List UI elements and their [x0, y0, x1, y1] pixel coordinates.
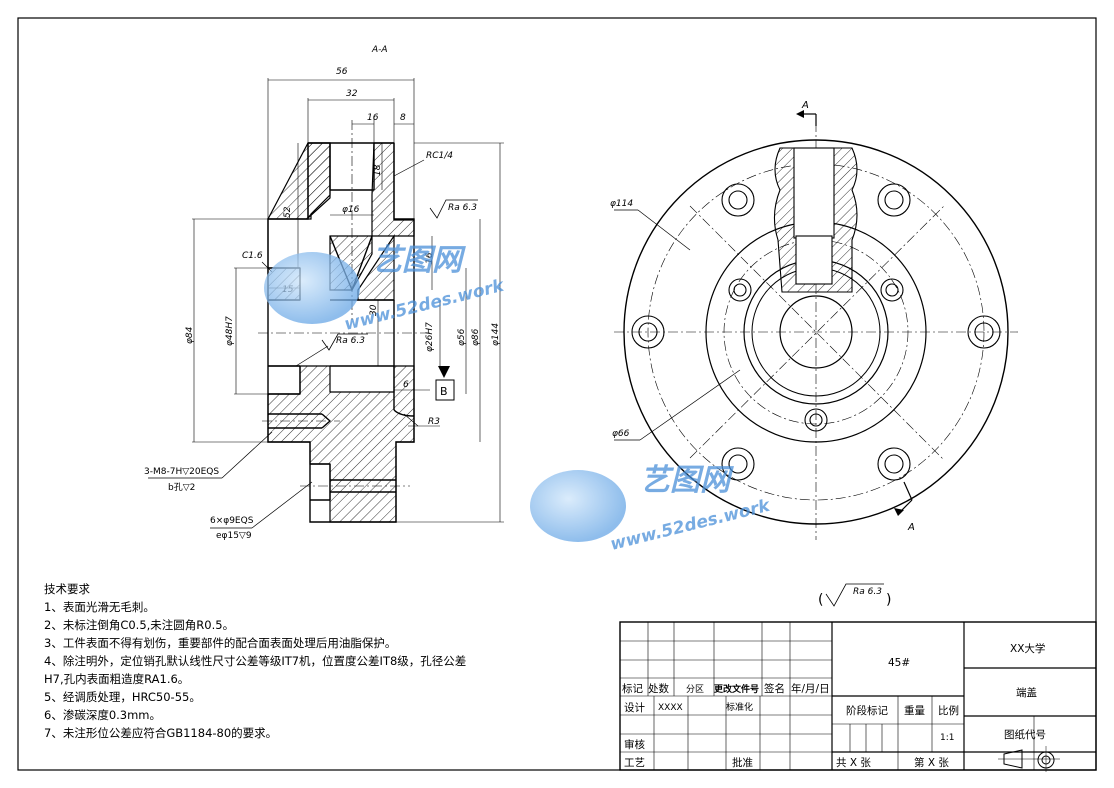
dim-16-top: 16	[367, 113, 379, 123]
tb-approve: 批准	[732, 756, 753, 769]
title-block-text: 标记 处数 分区 更改文件号 签名 年/月/日 设计 XXXX 标准化 审核 工…	[622, 642, 1046, 769]
roughness-symbols	[321, 199, 478, 351]
dim-18: 18	[373, 164, 383, 176]
thread-note-2: b孔▽2	[168, 482, 195, 493]
dim-ra2: Ra 6.3	[336, 336, 365, 346]
tech-item: 4、除注明外，定位销孔默认线性尺寸公差等级IT7机，位置度公差IT8级，孔径公差	[44, 654, 466, 668]
tech-item: 6、渗碳深度0.3mm。	[44, 708, 161, 722]
tb-zone: 分区	[686, 684, 704, 695]
section-outline	[267, 142, 415, 523]
tb-total: 共 X 张	[836, 757, 871, 769]
dim-52: 52	[283, 206, 293, 218]
port-bore	[793, 147, 835, 239]
tech-title: 技术要求	[44, 582, 90, 596]
watermark-url-2: www.52des.work	[608, 495, 773, 554]
holes-note-1: 6×φ9EQS	[210, 516, 254, 526]
tb-signature: 签名	[764, 682, 785, 695]
cut-arrow-bottom	[894, 508, 904, 516]
tb-scale: 1:1	[940, 733, 954, 743]
tech-item: H7,孔内表面粗造度RA1.6。	[44, 672, 189, 686]
datum-box	[435, 379, 455, 401]
tech-item: 5、经调质处理，HRC50-55。	[44, 690, 201, 704]
dim-56: 56	[336, 67, 348, 77]
datum-triangle	[438, 366, 450, 378]
tb-material: 45#	[888, 657, 910, 669]
hatch-boss-right	[371, 142, 415, 237]
section-hatch	[267, 142, 415, 523]
projection-symbol	[998, 746, 1060, 772]
holes-note-2: eφ15▽9	[216, 531, 252, 541]
tech-requirements: 技术要求 1、表面光滑无毛刺。 2、未标注倒角C0.5,未注圆角R0.5。 3、…	[44, 582, 466, 740]
dim-c16: C1.6	[242, 251, 263, 261]
dim-ra1: Ra 6.3	[448, 203, 477, 213]
outer-holes	[631, 183, 1001, 481]
tb-marks: 标记	[622, 683, 643, 695]
thread-note-1: 3-M8-7H▽20EQS	[144, 467, 219, 477]
tb-sheet: 第 X 张	[914, 756, 949, 769]
tb-change-doc: 更改文件号	[714, 683, 759, 695]
dim-16b: 16	[425, 252, 435, 264]
watermark-2: 艺图网 www.52des.work	[530, 463, 773, 555]
tb-drawing-no: 图纸代号	[1004, 728, 1046, 741]
tb-stage: 阶段标记	[846, 704, 888, 717]
dim-phi48: φ48H7	[225, 316, 235, 346]
dim-30: 30	[369, 304, 379, 316]
tb-part-name: 端盖	[1016, 686, 1038, 699]
dim-32: 32	[346, 89, 358, 99]
dim-texts: 56 32 16 8 RC1/4 18 52 φ16 Ra 6.3 C1.6 1…	[144, 67, 501, 541]
dim-6: 6	[403, 380, 409, 390]
tb-design: 设计	[624, 701, 645, 714]
dim-phi144: φ144	[491, 323, 501, 346]
tech-item: 3、工件表面不得有划伤，重要部件的配合面表面处理后用油脂保护。	[44, 636, 396, 650]
front-view	[614, 110, 1018, 540]
tech-item: 7、未注形位公差应符合GB1184-80的要求。	[44, 726, 277, 740]
tech-item: 2、未标注倒角C0.5,未注圆角R0.5。	[44, 618, 234, 632]
svg-text:(: (	[818, 592, 823, 608]
dim-phi56: φ56	[457, 328, 467, 346]
drawing-border	[17, 17, 1097, 771]
front-texts: A A φ114 φ66	[610, 100, 915, 533]
dim-phi66: φ66	[612, 429, 630, 439]
tb-process: 工艺	[624, 757, 645, 769]
dim-phi114: φ114	[610, 199, 633, 209]
dim-rc: RC1/4	[426, 151, 453, 161]
title-block	[619, 621, 1097, 772]
front-leaders	[614, 209, 741, 441]
cut-arrow-top	[796, 110, 804, 118]
tb-scale-label: 比例	[938, 704, 959, 717]
tb-weight: 重量	[904, 704, 925, 717]
hatch-boss-left	[307, 142, 331, 220]
cut-label-top: A	[801, 100, 809, 111]
cut-label-bottom: A	[907, 522, 915, 533]
tb-review: 审核	[624, 738, 645, 751]
dim-r3: R3	[428, 417, 440, 427]
dim-phi86: φ86	[471, 328, 481, 346]
dim-phi84: φ84	[185, 326, 195, 344]
front-centerlines	[614, 122, 1018, 540]
watermark-brand-2: 艺图网	[640, 463, 734, 498]
tech-item: 1、表面光滑无毛刺。	[44, 600, 155, 614]
general-roughness: ( Ra 6.3 )	[818, 583, 891, 608]
tb-school: XX大学	[1010, 642, 1045, 655]
leaders	[148, 159, 425, 529]
dim-phi26: φ26H7	[425, 322, 435, 352]
section-view: A-A	[144, 45, 504, 541]
tb-count: 处数	[648, 682, 669, 695]
datum-label: B	[440, 385, 448, 398]
port-cavity	[795, 235, 833, 285]
watermark-brand-1: 艺图网	[372, 243, 466, 278]
dim-8: 8	[400, 113, 406, 123]
tb-date: 年/月/日	[791, 682, 830, 695]
svg-text:): )	[886, 592, 891, 608]
inner-holes	[728, 278, 904, 432]
dim-phi16: φ16	[342, 205, 360, 215]
tb-standard: 标准化	[726, 701, 753, 713]
section-label: A-A	[371, 45, 388, 55]
tb-designer: XXXX	[658, 703, 683, 713]
roughness-value: Ra 6.3	[853, 587, 882, 597]
